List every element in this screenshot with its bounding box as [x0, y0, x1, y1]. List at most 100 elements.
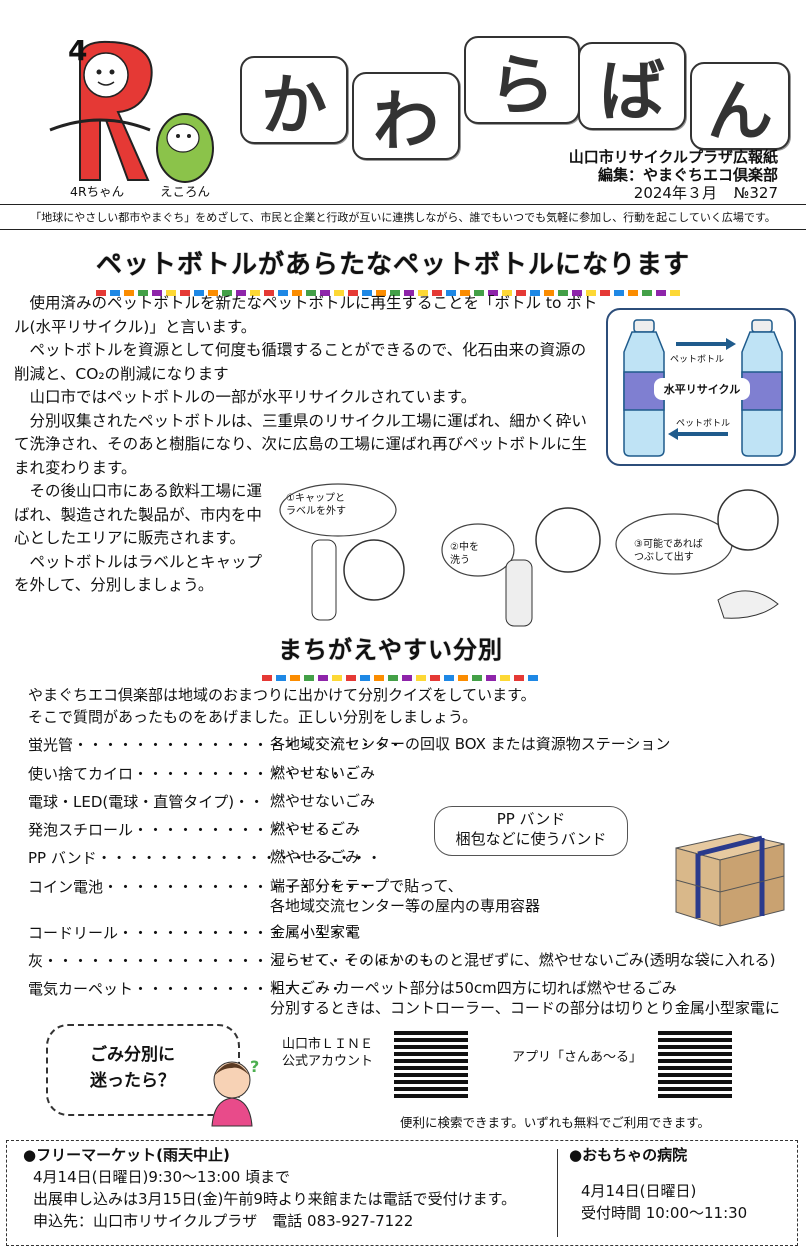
diagram-bottom-label: ペットボトル	[676, 419, 731, 429]
underline-dash	[332, 675, 342, 681]
event-footer: ●フリーマーケット(雨天中止) 4月14日(日曜日)9:30～13:00 頃まで…	[6, 1140, 798, 1246]
svg-text:?: ?	[250, 1057, 259, 1076]
underline-dash	[250, 290, 260, 296]
underline-dash	[348, 290, 358, 296]
underline-dash	[418, 290, 428, 296]
underline-dash	[264, 290, 274, 296]
underline-dash	[502, 290, 512, 296]
underline-dash	[374, 675, 384, 681]
item-value: 湿らせて、そのほかのものと混ぜずに、燃やせないごみ(透明な袋に入れる)	[270, 951, 776, 969]
item-value: 端子部分をテープで貼って、 各地域交流センター等の屋内の専用容器	[270, 877, 541, 915]
underline-dash	[516, 290, 526, 296]
paragraph: 分別収集されたペットボトルは、三重県のリサイクル工場に運ばれ、細かく砕いて洗浄さ…	[14, 411, 588, 477]
paragraph: ペットボトルを資源として何度も循環することができるので、化石由来の資源の削減と、…	[14, 341, 587, 383]
underline-dash	[138, 290, 148, 296]
step-3-label: ③可能であれば つぶして出す	[634, 539, 703, 563]
article2-intro: やまぐちエコ倶楽部は地域のおまつりに出かけて分別クイズをしています。 そこで質問…	[28, 684, 536, 728]
underline-dash	[346, 675, 356, 681]
flea-market-line: 出展申し込みは3月15日(金)午前9時より来館または電話で受付けます。	[33, 1190, 517, 1208]
item-label: 蛍光管・・・・・・・・・・・・・・・・・・・・・・	[28, 736, 404, 754]
underline-dash	[110, 290, 120, 296]
mascot-illustration	[49, 40, 214, 183]
underline-dash	[530, 290, 540, 296]
flea-market-title: ●フリーマーケット(雨天中止)	[23, 1146, 230, 1164]
underline-dash	[670, 290, 680, 296]
heading-underline	[96, 281, 696, 296]
underline-dash	[458, 675, 468, 681]
article1-body: 使用済みのペットボトルを新たなペットボトルに再生することを「ボトル to ボトル…	[14, 292, 600, 480]
underline-dash	[96, 290, 106, 296]
underline-dash	[444, 675, 454, 681]
heading-underline	[262, 666, 542, 681]
underline-dash	[390, 290, 400, 296]
paragraph: ペットボトルはラベルとキャップを外して、分別しましょう。	[14, 552, 263, 595]
intro-line: やまぐちエコ倶楽部は地域のおまつりに出かけて分別クイズをしています。	[28, 686, 536, 704]
underline-dash	[416, 675, 426, 681]
publisher: 山口市リサイクルプラザ広報紙	[568, 148, 778, 166]
underline-dash	[488, 290, 498, 296]
paragraph: 使用済みのペットボトルを新たなペットボトルに再生することを「ボトル to ボトル…	[14, 294, 598, 336]
box-illustration	[675, 833, 785, 927]
underline-dash	[360, 675, 370, 681]
footer-divider	[557, 1149, 558, 1237]
underline-dash	[614, 290, 624, 296]
title-char: わ	[352, 72, 460, 160]
line-qr-code[interactable]	[394, 1028, 468, 1098]
item-value: 燃やせないごみ	[270, 764, 376, 782]
underline-dash	[430, 675, 440, 681]
underline-dash	[642, 290, 652, 296]
person-icon: ?	[211, 1057, 259, 1127]
underline-dash	[362, 290, 372, 296]
item-label: 灰・・・・・・・・・・・・・・・・・・・・・・・・・・	[28, 952, 434, 970]
mascot-eco-name: えころん	[160, 184, 211, 199]
underline-dash	[474, 290, 484, 296]
title-char: ん	[690, 62, 790, 150]
underline-dash	[152, 290, 162, 296]
editor: 編集：やまぐちエコ倶楽部	[597, 166, 778, 184]
underline-dash	[376, 290, 386, 296]
underline-dash	[558, 290, 568, 296]
underline-dash	[586, 290, 596, 296]
item-value: 各地域交流センターの回収 BOX または資源物ステーション	[270, 735, 671, 753]
item-value: 燃やせるごみ	[270, 820, 361, 838]
underline-dash	[304, 675, 314, 681]
app-qr-code[interactable]	[658, 1028, 732, 1098]
underline-dash	[472, 675, 482, 681]
underline-dash	[600, 290, 610, 296]
item-label: 発泡スチロール・・・・・・・・・・・・・・	[28, 821, 344, 839]
app-label: アプリ「さんあ～る」	[512, 1050, 643, 1065]
diagram-center-label: 水平リサイクル	[654, 378, 750, 400]
title-char: ば	[578, 42, 686, 130]
title-char: ら	[464, 36, 580, 124]
underline-dash	[208, 290, 218, 296]
underline-dash	[278, 290, 288, 296]
underline-dash	[388, 675, 398, 681]
paragraph: 山口市ではペットボトルの一部が水平リサイクルされています。	[29, 388, 477, 406]
underline-dash	[404, 290, 414, 296]
diagram-top-label: ペットボトル	[670, 355, 725, 365]
underline-dash	[262, 675, 272, 681]
item-value: 金属小型家電	[270, 923, 361, 941]
toy-hospital-line: 受付時間 10:00～11:30	[581, 1204, 748, 1222]
step-1-label: ①キャップと ラベルを外す	[286, 493, 346, 517]
underline-dash	[500, 675, 510, 681]
item-label: 電気カーペット・・・・・・・・・・・・・・	[28, 980, 344, 998]
underline-dash	[194, 290, 204, 296]
help-bubble-text: ごみ分別に 迷ったら？	[90, 1045, 175, 1091]
mission-statement: 「地球にやさしい都市やまぐち」をめざして、市民と企業と行政が互いに連携しながら、…	[0, 204, 806, 230]
underline-dash	[432, 290, 442, 296]
toy-hospital-line: 4月14日(日曜日)	[581, 1182, 697, 1200]
paragraph: その後山口市にある飲料工場に運ばれ、製造された製品が、市内を中心としたエリアに販…	[14, 482, 263, 547]
article1-body-lower: その後山口市にある飲料工場に運ばれ、製造された製品が、市内を中心としたエリアに販…	[14, 480, 276, 598]
underline-dash	[318, 675, 328, 681]
underline-dash	[486, 675, 496, 681]
underline-dash	[236, 290, 246, 296]
underline-dash	[402, 675, 412, 681]
mascot-number: 4	[68, 34, 88, 67]
underline-dash	[334, 290, 344, 296]
issue-date: 2024年３月	[633, 184, 717, 202]
item-value: 粗大ごみ カーペット部分は50cm四方に切れば燃やせるごみ 分別するときは、コン…	[270, 979, 780, 1017]
underline-dash	[276, 675, 286, 681]
item-label: 使い捨てカイロ・・・・・・・・・・・・・・・	[28, 765, 359, 783]
underline-dash	[544, 290, 554, 296]
